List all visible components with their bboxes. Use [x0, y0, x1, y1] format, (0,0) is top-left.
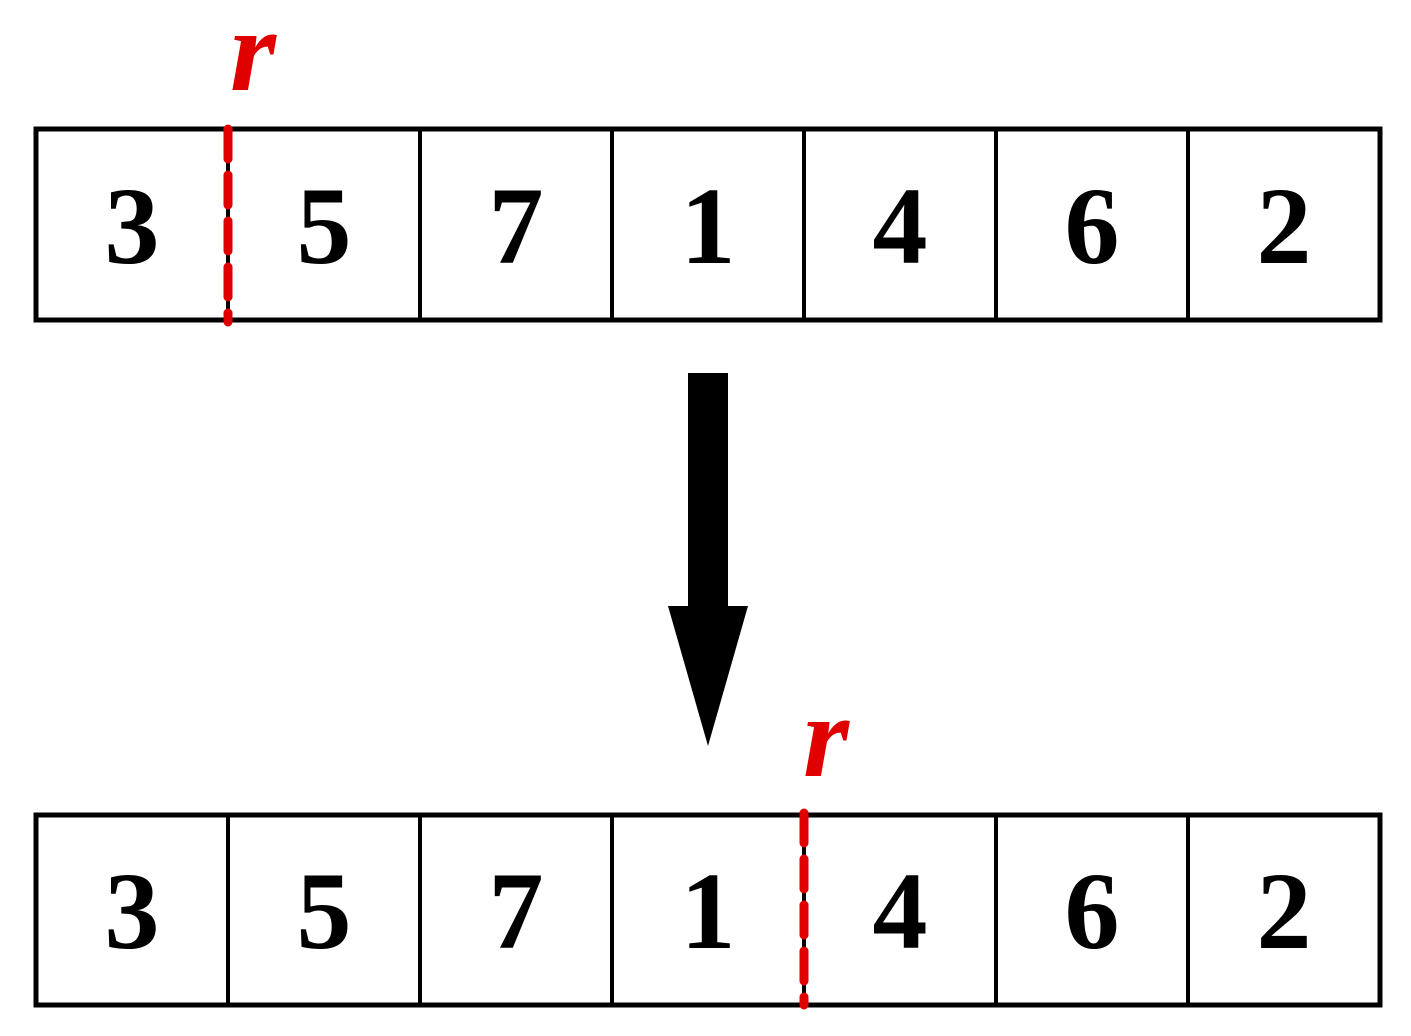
array-cell-value: 5 — [297, 165, 352, 287]
array-frame — [33, 126, 1383, 323]
array-before: 3 5 7 1 4 6 2 r — [33, 0, 1383, 327]
array-cell-value: 4 — [873, 850, 928, 972]
array-cell-value: 3 — [105, 850, 160, 972]
array-cell-value: 2 — [1257, 165, 1312, 287]
array-cell-value: 1 — [681, 850, 736, 972]
array-cell-value: 4 — [873, 165, 928, 287]
array-cell-value: 5 — [297, 850, 352, 972]
array-cell-value: 7 — [489, 850, 544, 972]
array-cell-value: 2 — [1257, 850, 1312, 972]
array-cell-value: 6 — [1065, 165, 1120, 287]
pointer-label-r: r — [230, 0, 277, 116]
array-frame — [33, 812, 1383, 1008]
array-cell-value: 1 — [681, 165, 736, 287]
array-after: 3 5 7 1 4 6 2 r — [33, 671, 1383, 1010]
array-cell-value: 3 — [105, 165, 160, 287]
down-arrow-icon — [668, 373, 748, 746]
array-cell-value: 7 — [489, 165, 544, 287]
pointer-label-r: r — [803, 671, 850, 802]
array-cell-value: 6 — [1065, 850, 1120, 972]
